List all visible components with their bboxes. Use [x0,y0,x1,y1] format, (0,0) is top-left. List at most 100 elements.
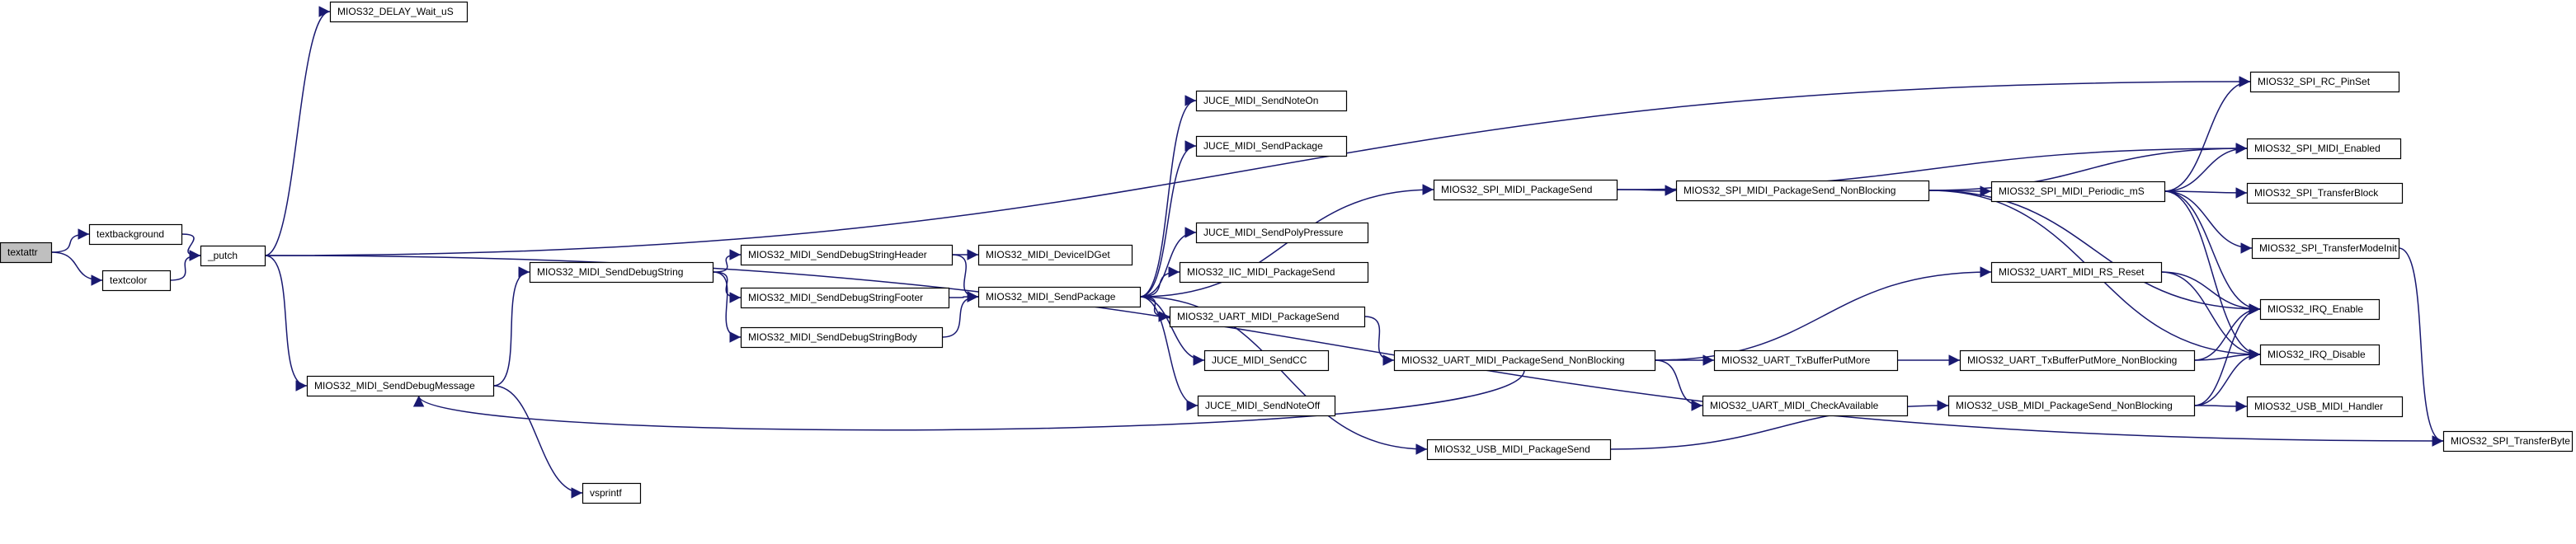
node-label: JUCE_MIDI_SendNoteOff [1205,400,1321,411]
node-mios32-usb-midi-handler[interactable]: MIOS32_USB_MIDI_Handler [2246,396,2404,418]
node-mios32-spi-transfermodeinit[interactable]: MIOS32_SPI_TransferModeInit [2251,237,2400,260]
node-mios32-spi-transferbyte[interactable]: MIOS32_SPI_TransferByte [2442,430,2574,453]
node-mios32-uart-midi-rs-reset[interactable]: MIOS32_UART_MIDI_RS_Reset [1990,261,2163,284]
node-box [582,482,642,504]
edge-sendpackage-to-juce-noteoff [1139,296,1199,411]
node-label: MIOS32_IRQ_Disable [2268,349,2366,360]
node-box [1195,90,1348,112]
node-mios32-uart-txbufferputmore[interactable]: MIOS32_UART_TxBufferPutMore [1713,349,1899,372]
edge-sendpackage-to-juce-package [1139,140,1197,298]
node-label: textbackground [97,228,164,240]
node-mios32-iic-midi-packagesend[interactable]: MIOS32_IIC_MIDI_PackageSend [1179,261,1369,284]
node-mios32-uart-midi-packagesend[interactable]: MIOS32_UART_MIDI_PackageSend [1169,306,1366,328]
edge-spi-periodic-to-spi-transferblock [2164,187,2248,199]
node-label: MIOS32_MIDI_SendPackage [986,291,1116,302]
node-box [977,244,1133,266]
node-mios32-midi-senddebugstringheader[interactable]: MIOS32_MIDI_SendDebugStringHeader [740,244,954,266]
node-box [740,287,950,309]
node-box [1947,395,2196,417]
node-mios32-spi-midi-packagesend-nonblocking[interactable]: MIOS32_SPI_MIDI_PackageSend_NonBlocking [1675,180,1930,202]
node-label: JUCE_MIDI_SendNoteOn [1203,95,1318,106]
node-box [1702,395,1909,417]
edges-layer [50,6,2444,499]
node-label: MIOS32_UART_MIDI_PackageSend_NonBlocking [1401,354,1625,366]
node-mios32-uart-midi-packagesend-nonblocking[interactable]: MIOS32_UART_MIDI_PackageSend_NonBlocking [1393,349,1656,372]
node-juce-midi-sendnoteoff[interactable]: JUCE_MIDI_SendNoteOff [1197,395,1336,417]
node-juce-midi-sendcc[interactable]: JUCE_MIDI_SendCC [1203,349,1330,372]
node-box [740,326,944,349]
edge-textattr-to-textcolor [50,251,103,286]
node-label: MIOS32_SPI_MIDI_Enabled [2254,143,2381,154]
node-label: MIOS32_SPI_MIDI_Periodic_mS [1999,185,2145,197]
node-box [1433,179,1618,201]
node-box [1195,135,1348,157]
node-mios32-midi-sendpackage[interactable]: MIOS32_MIDI_SendPackage [977,286,1142,308]
node-textcolor[interactable]: textcolor [101,270,172,292]
edge-sendpackage-to-juce-noteon [1139,95,1197,298]
edge-sendpackage-to-usb-packagesend [1139,296,1428,455]
node-textattr[interactable]: textattr [0,242,53,264]
node-label: MIOS32_IIC_MIDI_PackageSend [1187,266,1335,278]
nodes-layer: textattrtextbackgroundtextcolor_putchMIO… [0,1,2574,504]
node-box [306,375,495,397]
node-box [1959,349,2196,372]
node-mios32-midi-senddebugstring[interactable]: MIOS32_MIDI_SendDebugString [529,261,714,284]
edge-uart-rsreset-to-irq-enable [2160,271,2261,315]
edge-usb-packagesend-nb-to-irq-disable [2193,349,2261,406]
edge-spi-packagesend-nb-to-spi-midi-enabled [1928,143,2248,191]
node-juce-midi-sendpackage[interactable]: JUCE_MIDI_SendPackage [1195,135,1348,157]
node-mios32-usb-midi-packagesend[interactable]: MIOS32_USB_MIDI_PackageSend [1426,438,1612,461]
node-label: MIOS32_MIDI_SendDebugStringHeader [748,249,927,260]
node-box [1195,222,1369,244]
node-mios32-spi-midi-packagesend[interactable]: MIOS32_SPI_MIDI_PackageSend [1433,179,1618,201]
node-label: vsprintf [590,487,622,499]
node-textbackground[interactable]: textbackground [88,223,183,246]
node-mios32-irq-disable[interactable]: MIOS32_IRQ_Disable [2259,344,2381,366]
node-mios32-midi-senddebugstringfooter[interactable]: MIOS32_MIDI_SendDebugStringFooter [740,287,950,309]
node-juce-midi-sendnoteon[interactable]: JUCE_MIDI_SendNoteOn [1195,90,1348,112]
node-vsprintf[interactable]: vsprintf [582,482,642,504]
node-label: MIOS32_UART_TxBufferPutMore_NonBlocking [1967,354,2177,366]
edge-sdsbody-to-sendpackage [941,291,979,338]
node-mios32-delay-wait-us[interactable]: MIOS32_DELAY_Wait_uS [329,1,469,23]
node-juce-midi-sendpolypressure[interactable]: JUCE_MIDI_SendPolyPressure [1195,222,1369,244]
edge-uart-rsreset-to-irq-disable [2160,271,2261,360]
node-mios32-spi-midi-periodic-ms[interactable]: MIOS32_SPI_MIDI_Periodic_mS [1990,181,2166,203]
edge-spi-periodic-to-irq-disable [2164,190,2261,360]
node-label: MIOS32_IRQ_Enable [2268,303,2363,315]
node-label: MIOS32_SPI_TransferByte [2451,435,2570,447]
node-box [2259,344,2381,366]
node-box [977,286,1142,308]
node-box [1426,438,1612,461]
edge-spi-periodic-to-spi-midi-enabled [2164,143,2248,192]
node-mios32-midi-deviceidget[interactable]: MIOS32_MIDI_DeviceIDGet [977,244,1133,266]
node-mios32-irq-enable[interactable]: MIOS32_IRQ_Enable [2259,298,2381,321]
edge-sendpackage-to-iic-packagesend [1139,266,1180,298]
node-label: JUCE_MIDI_SendPackage [1203,140,1323,152]
node-mios32-midi-senddebugmessage[interactable]: MIOS32_MIDI_SendDebugMessage [306,375,495,397]
node-mios32-spi-transferblock[interactable]: MIOS32_SPI_TransferBlock [2246,182,2404,204]
node-box [1203,349,1330,372]
node-box [1990,261,2163,284]
node-label: MIOS32_MIDI_SendDebugMessage [314,380,475,392]
node-box [0,242,53,264]
edge-putch-to-senddebugmessage [264,255,308,392]
node-box [2249,71,2400,93]
node-box [2246,138,2402,160]
node-mios32-uart-midi-checkavailable[interactable]: MIOS32_UART_MIDI_CheckAvailable [1702,395,1909,417]
node-mios32-spi-rc-pinset[interactable]: MIOS32_SPI_RC_PinSet [2249,71,2400,93]
node-box [2246,182,2404,204]
node-box [1169,306,1366,328]
node-mios32-usb-midi-packagesend-nonblocking[interactable]: MIOS32_USB_MIDI_PackageSend_NonBlocking [1947,395,2196,417]
node-putch[interactable]: _putch [200,245,266,267]
node-mios32-spi-midi-enabled[interactable]: MIOS32_SPI_MIDI_Enabled [2246,138,2402,160]
node-label: MIOS32_MIDI_SendDebugStringFooter [748,292,923,303]
node-mios32-uart-txbufferputmore-nonblocking[interactable]: MIOS32_UART_TxBufferPutMore_NonBlocking [1959,349,2196,372]
node-box [88,223,183,246]
node-box [1179,261,1369,284]
node-label: JUCE_MIDI_SendCC [1212,354,1307,366]
node-box [740,244,954,266]
edge-sendpackage-to-juce-polypressure [1139,227,1197,298]
node-mios32-midi-senddebugstringbody[interactable]: MIOS32_MIDI_SendDebugStringBody [740,326,944,349]
